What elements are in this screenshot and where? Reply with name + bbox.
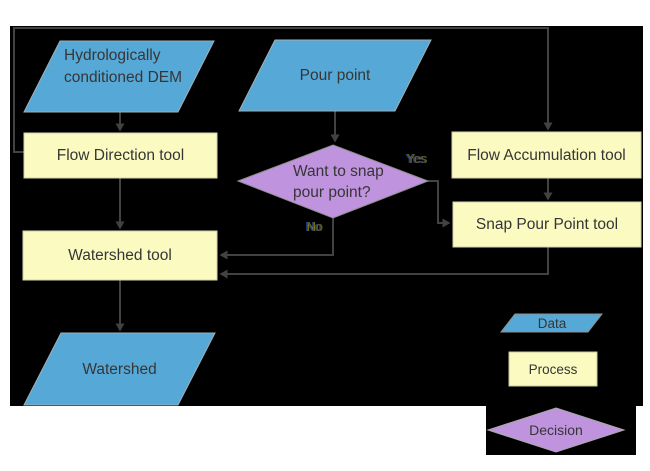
node-pour-point-label: Pour point [299, 67, 371, 84]
node-watershed-tool-shape [22, 230, 218, 281]
node-decision-shape [236, 144, 430, 219]
legend-process-label: Process [528, 361, 578, 377]
node-watershed-label: Watershed [82, 360, 157, 378]
node-snap-pour-point-label: Snap Pour Point tool [475, 216, 619, 233]
edge-snap-pour-point-to-watershed-tool [219, 247, 549, 279]
legend-process-shape [508, 351, 598, 387]
node-flow-accumulation-shape [451, 131, 642, 179]
node-pour-point-shape [238, 39, 432, 112]
node-watershed-tool-label: Watershed tool [68, 247, 172, 264]
edge-label-yes: Yes [406, 152, 427, 166]
node-flow-direction-label: Flow Direction tool [56, 147, 185, 164]
legend-data-label: Data [537, 315, 567, 331]
node-watershed-shape [23, 332, 216, 406]
legend-decision-shape [486, 407, 626, 453]
node-snap-pour-point-shape [452, 201, 642, 248]
edge-flow-direction-to-flow-accumulation [13, 27, 553, 153]
node-dem-shape [23, 40, 215, 113]
node-flow-accumulation-label: Flow Accumulation tool [467, 146, 626, 164]
edge-decision-yes-to-snap-pour-point [428, 180, 451, 228]
edge-label-no: No [306, 220, 322, 234]
node-flow-direction-shape [23, 132, 218, 179]
legend-decision-label: Decision [529, 421, 583, 438]
legend-data-shape [499, 313, 604, 333]
edge-decision-no-to-watershed-tool [219, 218, 334, 260]
node-decision-label: Want to snap pour point? [293, 163, 384, 201]
node-dem-label: Hydrologically conditioned DEM [64, 47, 183, 86]
